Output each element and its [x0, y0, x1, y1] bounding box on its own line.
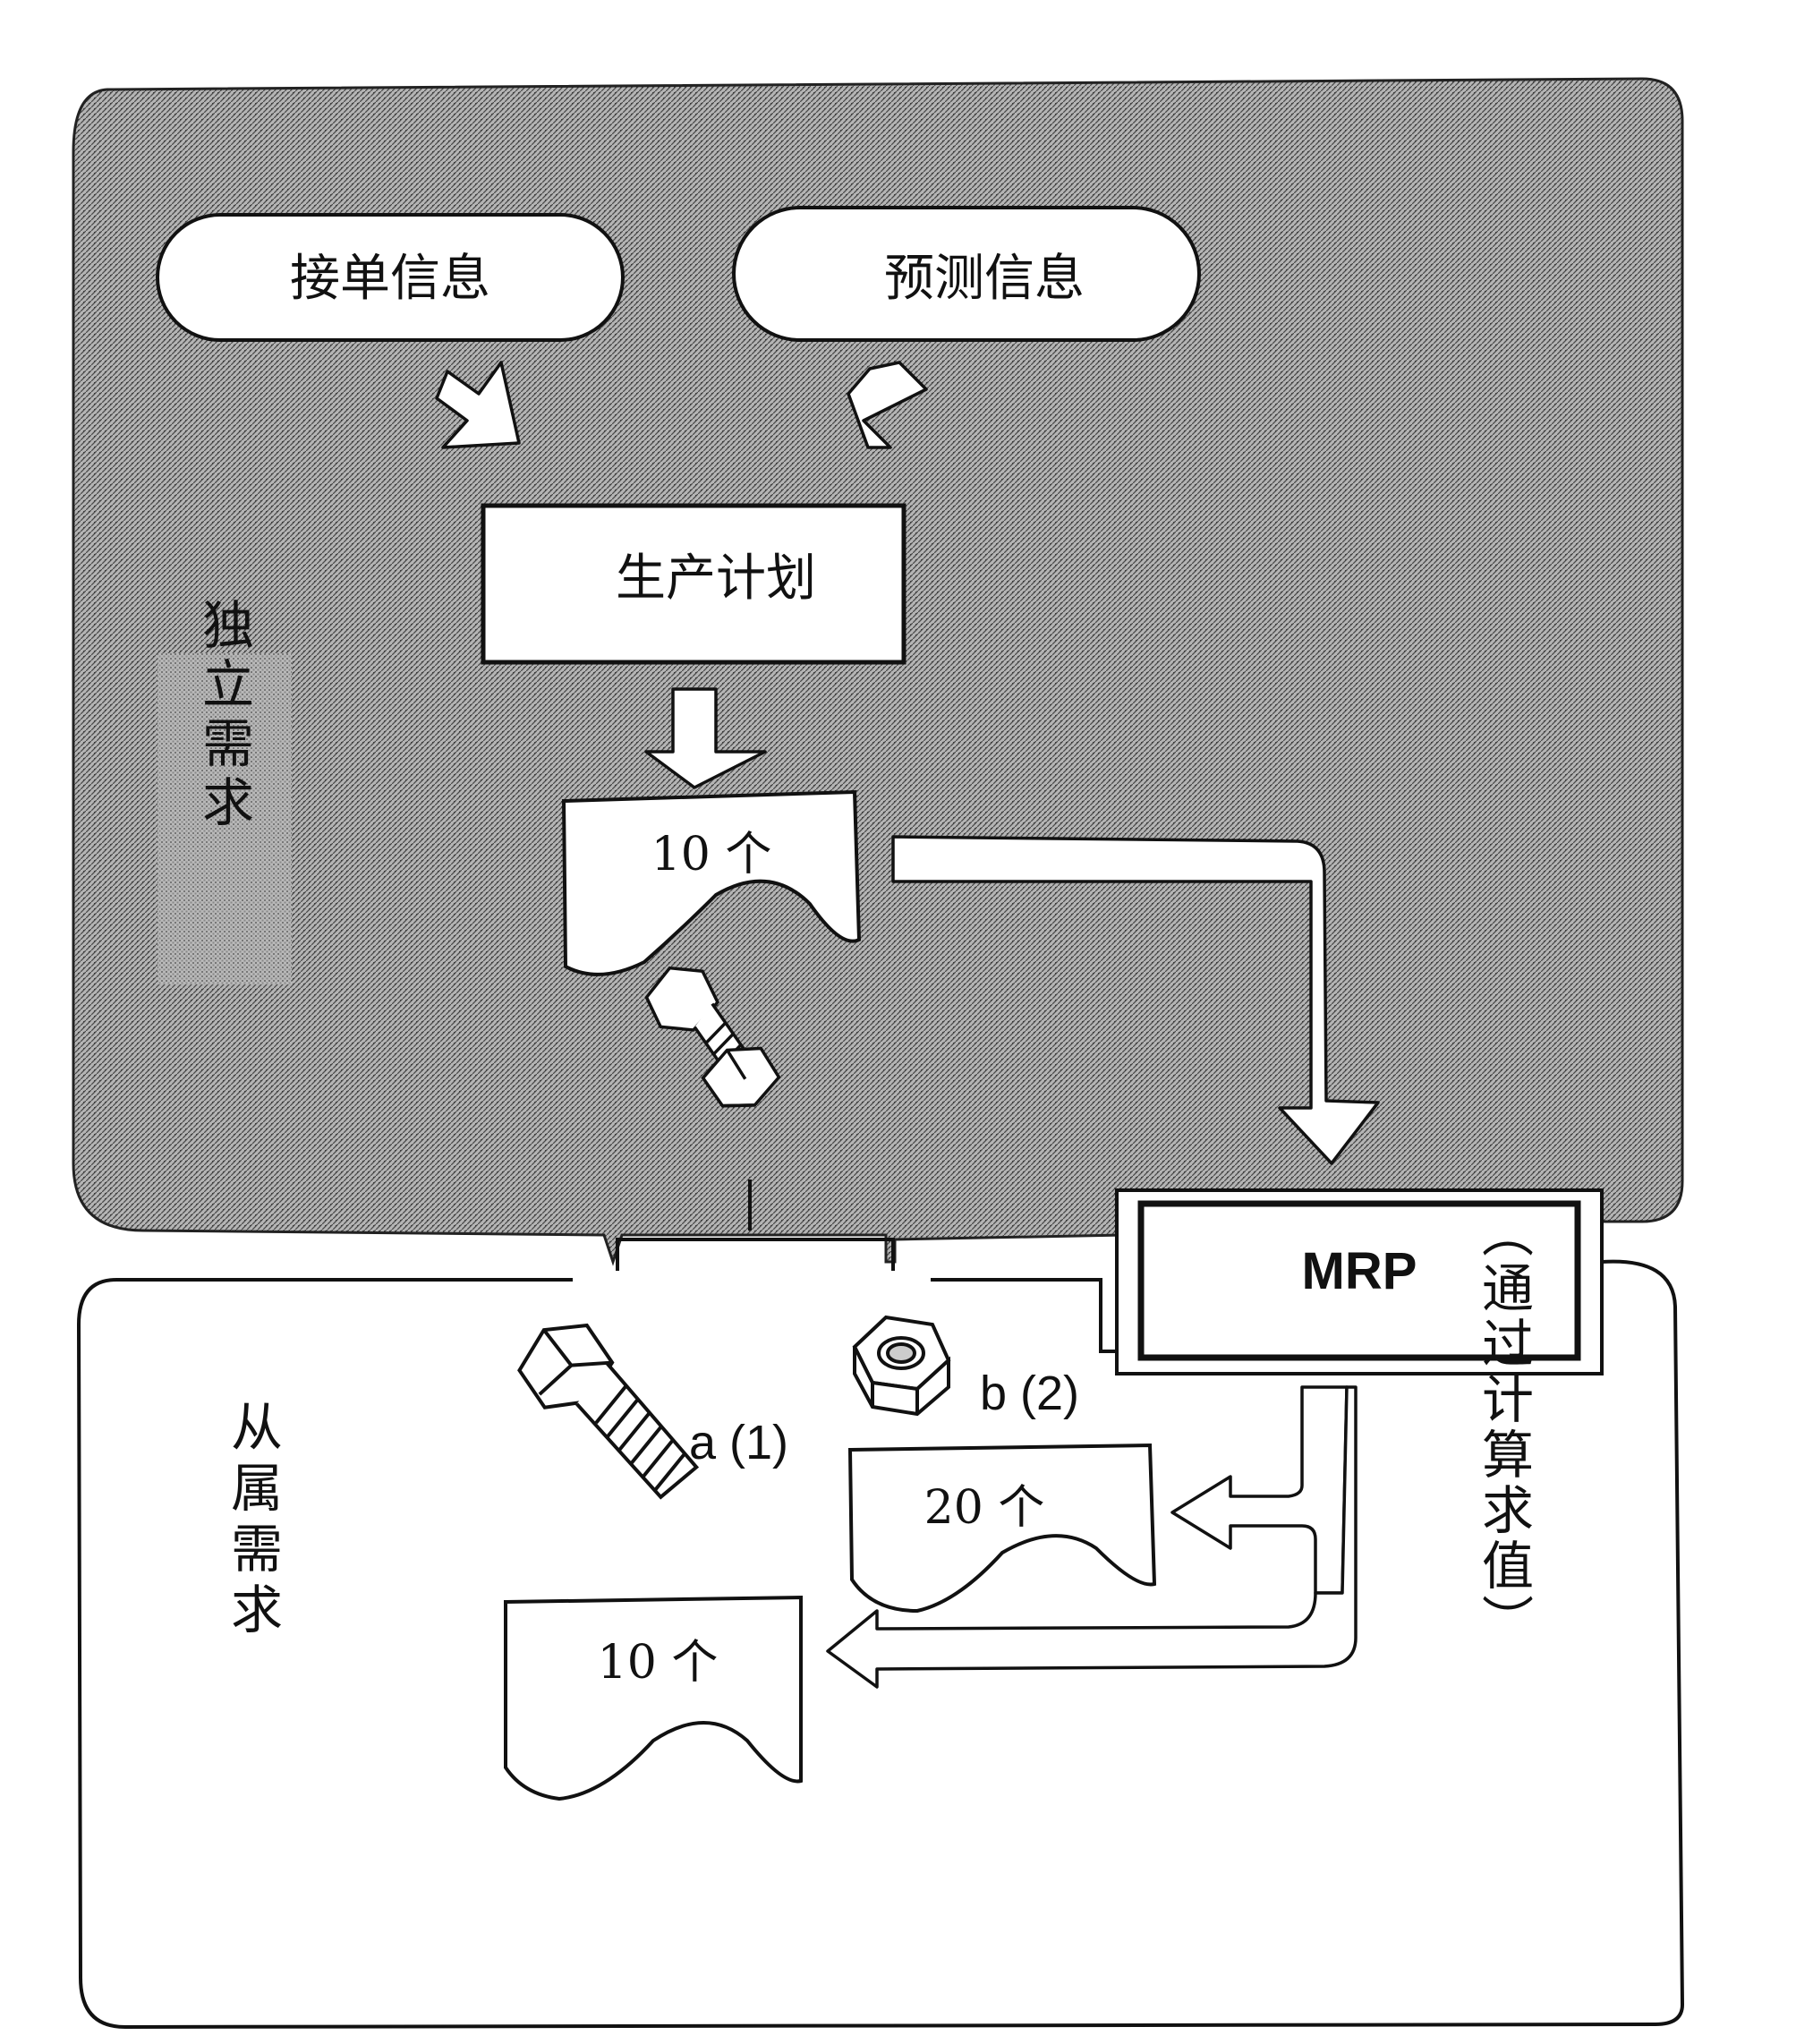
arrow-order-to-plan: [435, 361, 521, 449]
production-plan-box: [481, 503, 906, 665]
nut-icon: [852, 1315, 951, 1417]
part-a-quantity-label: 10 个: [598, 1636, 719, 1690]
arrow-mrp-to-part-a: [826, 1385, 1358, 1689]
part-a-quantity-doc: [504, 1595, 803, 1801]
arrow-forecast-to-plan: [847, 361, 928, 449]
mrp-box: [1137, 1200, 1581, 1361]
production-plan-label: 生产计划: [616, 549, 816, 608]
part-b-quantity-label: 20 个: [924, 1481, 1045, 1535]
bom-bracket: [616, 1180, 895, 1271]
arrow-plan-to-doc: [644, 687, 767, 789]
dependent-demand-label: 从属需求: [222, 1400, 283, 1643]
order-info-label: 接单信息: [290, 250, 490, 308]
arrow-doc-to-mrp: [891, 835, 1380, 1165]
forecast-info-pill: [732, 206, 1201, 342]
product-quantity-label: 10 个: [651, 828, 772, 881]
mrp-label: MRP: [1302, 1242, 1417, 1300]
forecast-info-label: 预测信息: [884, 250, 1085, 308]
independent-demand-label: 独立需求: [193, 598, 254, 834]
dependent-demand-region: [76, 1259, 1685, 2030]
order-info-pill: [156, 213, 625, 342]
part-a-label: a (1): [689, 1416, 788, 1469]
arrow-mrp-to-part-b: [1170, 1385, 1349, 1595]
part-b-label: b (2): [980, 1367, 1079, 1420]
product-quantity-doc: [561, 789, 862, 976]
independent-label-block: [157, 653, 292, 984]
part-b-quantity-doc: [847, 1443, 1157, 1614]
independent-demand-region: [72, 77, 1684, 1266]
bolt-icon: [517, 1323, 700, 1500]
mrp-calculation-note: （通过计算求值）: [1473, 1205, 1534, 1649]
bolt-nut-assembly-icon: [644, 966, 781, 1108]
